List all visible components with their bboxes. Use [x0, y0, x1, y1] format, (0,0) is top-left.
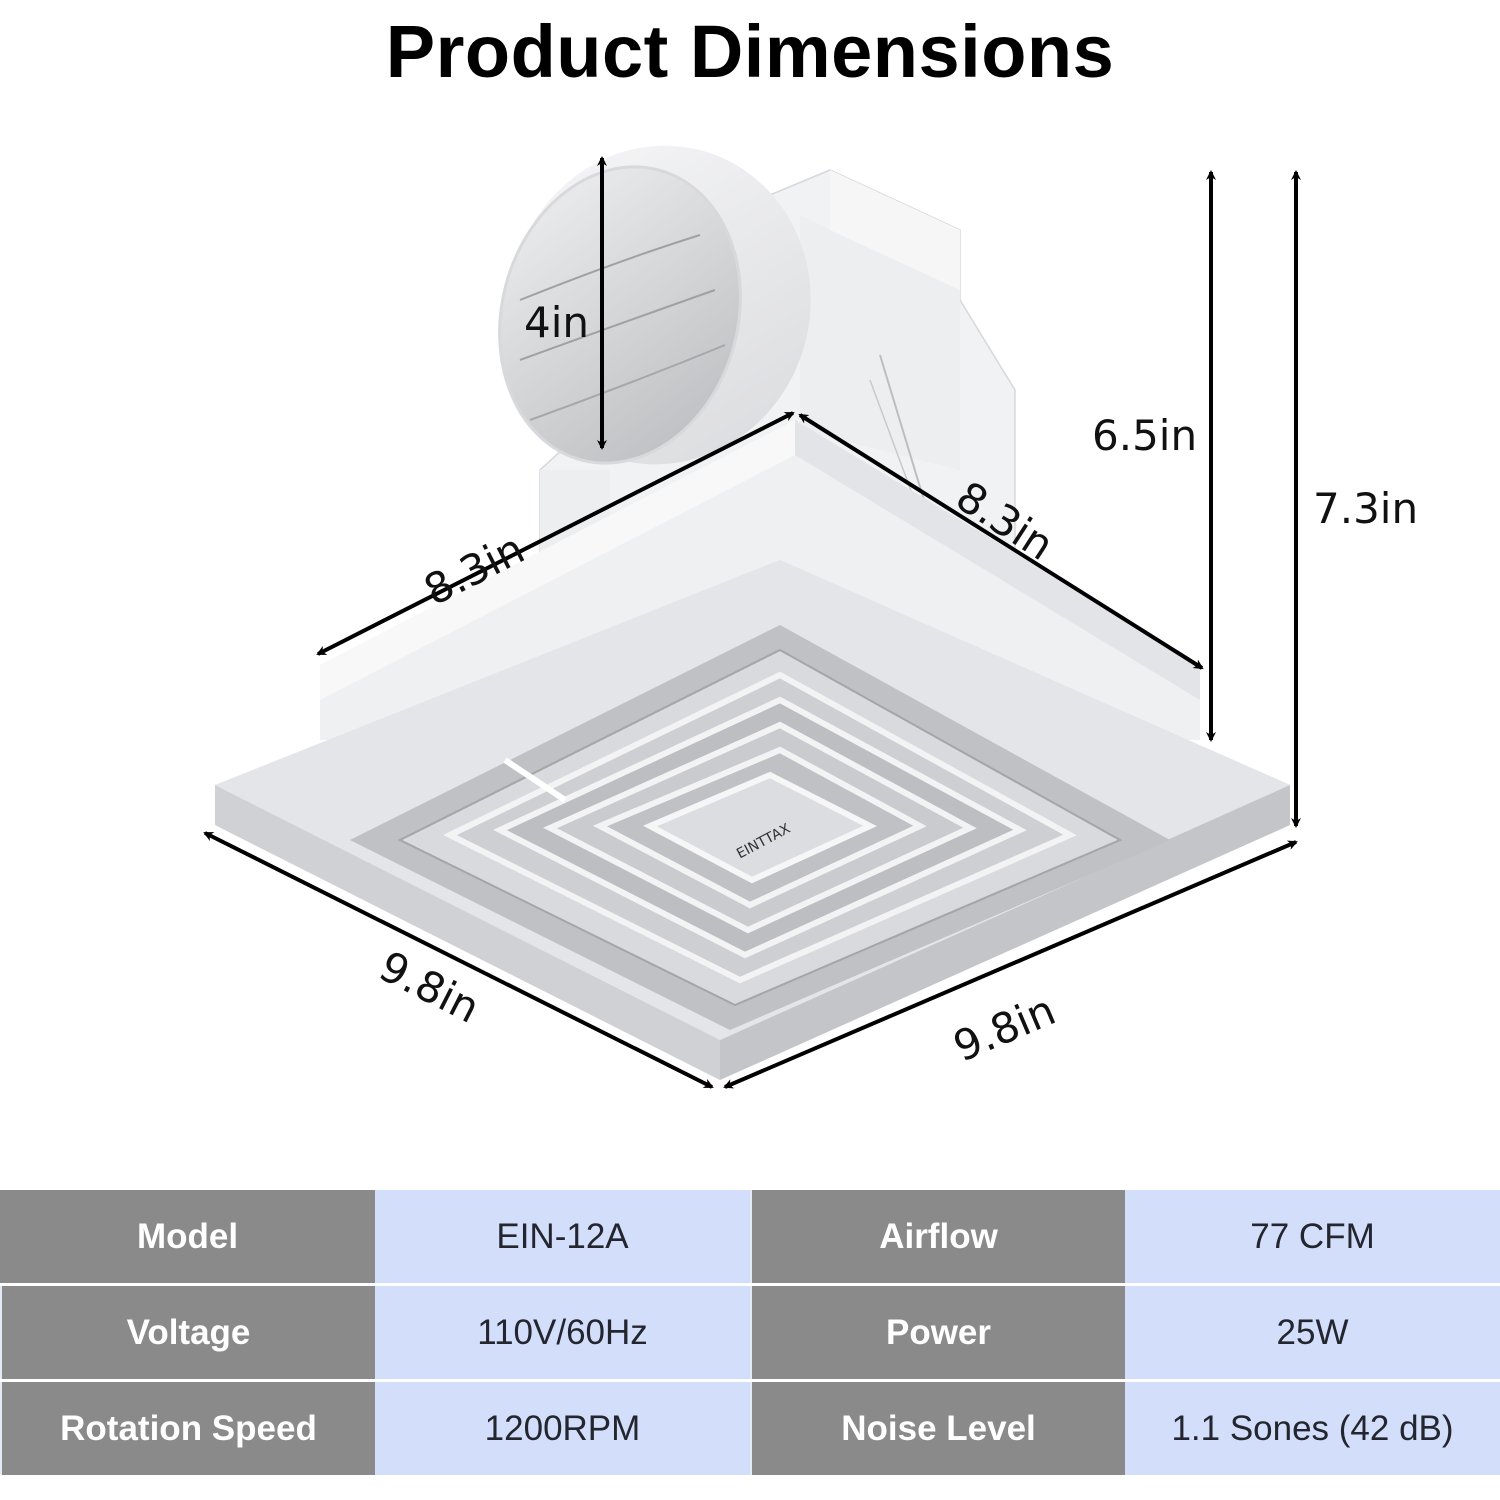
spec-label-power: Power — [750, 1286, 1125, 1379]
arrow-grille-left — [203, 831, 714, 1089]
arrow-housing-left — [316, 411, 795, 656]
arrow-housing-right — [798, 413, 1204, 670]
dimension-arrows — [203, 156, 1301, 1089]
label-total-height: 7.3in — [1313, 484, 1419, 533]
spec-value-airflow: 77 CFM — [1125, 1190, 1500, 1283]
spec-label-airflow: Airflow — [750, 1190, 1125, 1283]
duct-collar — [498, 145, 811, 560]
spec-value-noise-level: 1.1 Sones (42 dB) — [1125, 1382, 1500, 1475]
spec-label-voltage: Voltage — [0, 1286, 375, 1379]
spec-table: Model EIN-12A Airflow 77 CFM Voltage 110… — [0, 1190, 1500, 1477]
label-duct-diameter: 4in — [524, 298, 590, 347]
spec-value-voltage: 110V/60Hz — [375, 1286, 750, 1379]
fan-illustration: EINTTAX — [203, 145, 1301, 1089]
spec-label-model: Model — [0, 1190, 375, 1283]
spec-value-rotation-speed: 1200RPM — [375, 1382, 750, 1475]
product-diagram: EINTTAX 4in 8.3in 8.3in 6.5in 7.3in 9.8i… — [0, 110, 1500, 1150]
spec-label-rotation-speed: Rotation Speed — [0, 1382, 375, 1475]
arrow-grille-right — [723, 840, 1298, 1089]
page-title: Product Dimensions — [385, 10, 1115, 93]
spec-value-power: 25W — [1125, 1286, 1500, 1379]
label-housing-height: 6.5in — [1092, 411, 1198, 460]
spec-label-noise-level: Noise Level — [750, 1382, 1125, 1475]
spec-value-model: EIN-12A — [375, 1190, 750, 1283]
